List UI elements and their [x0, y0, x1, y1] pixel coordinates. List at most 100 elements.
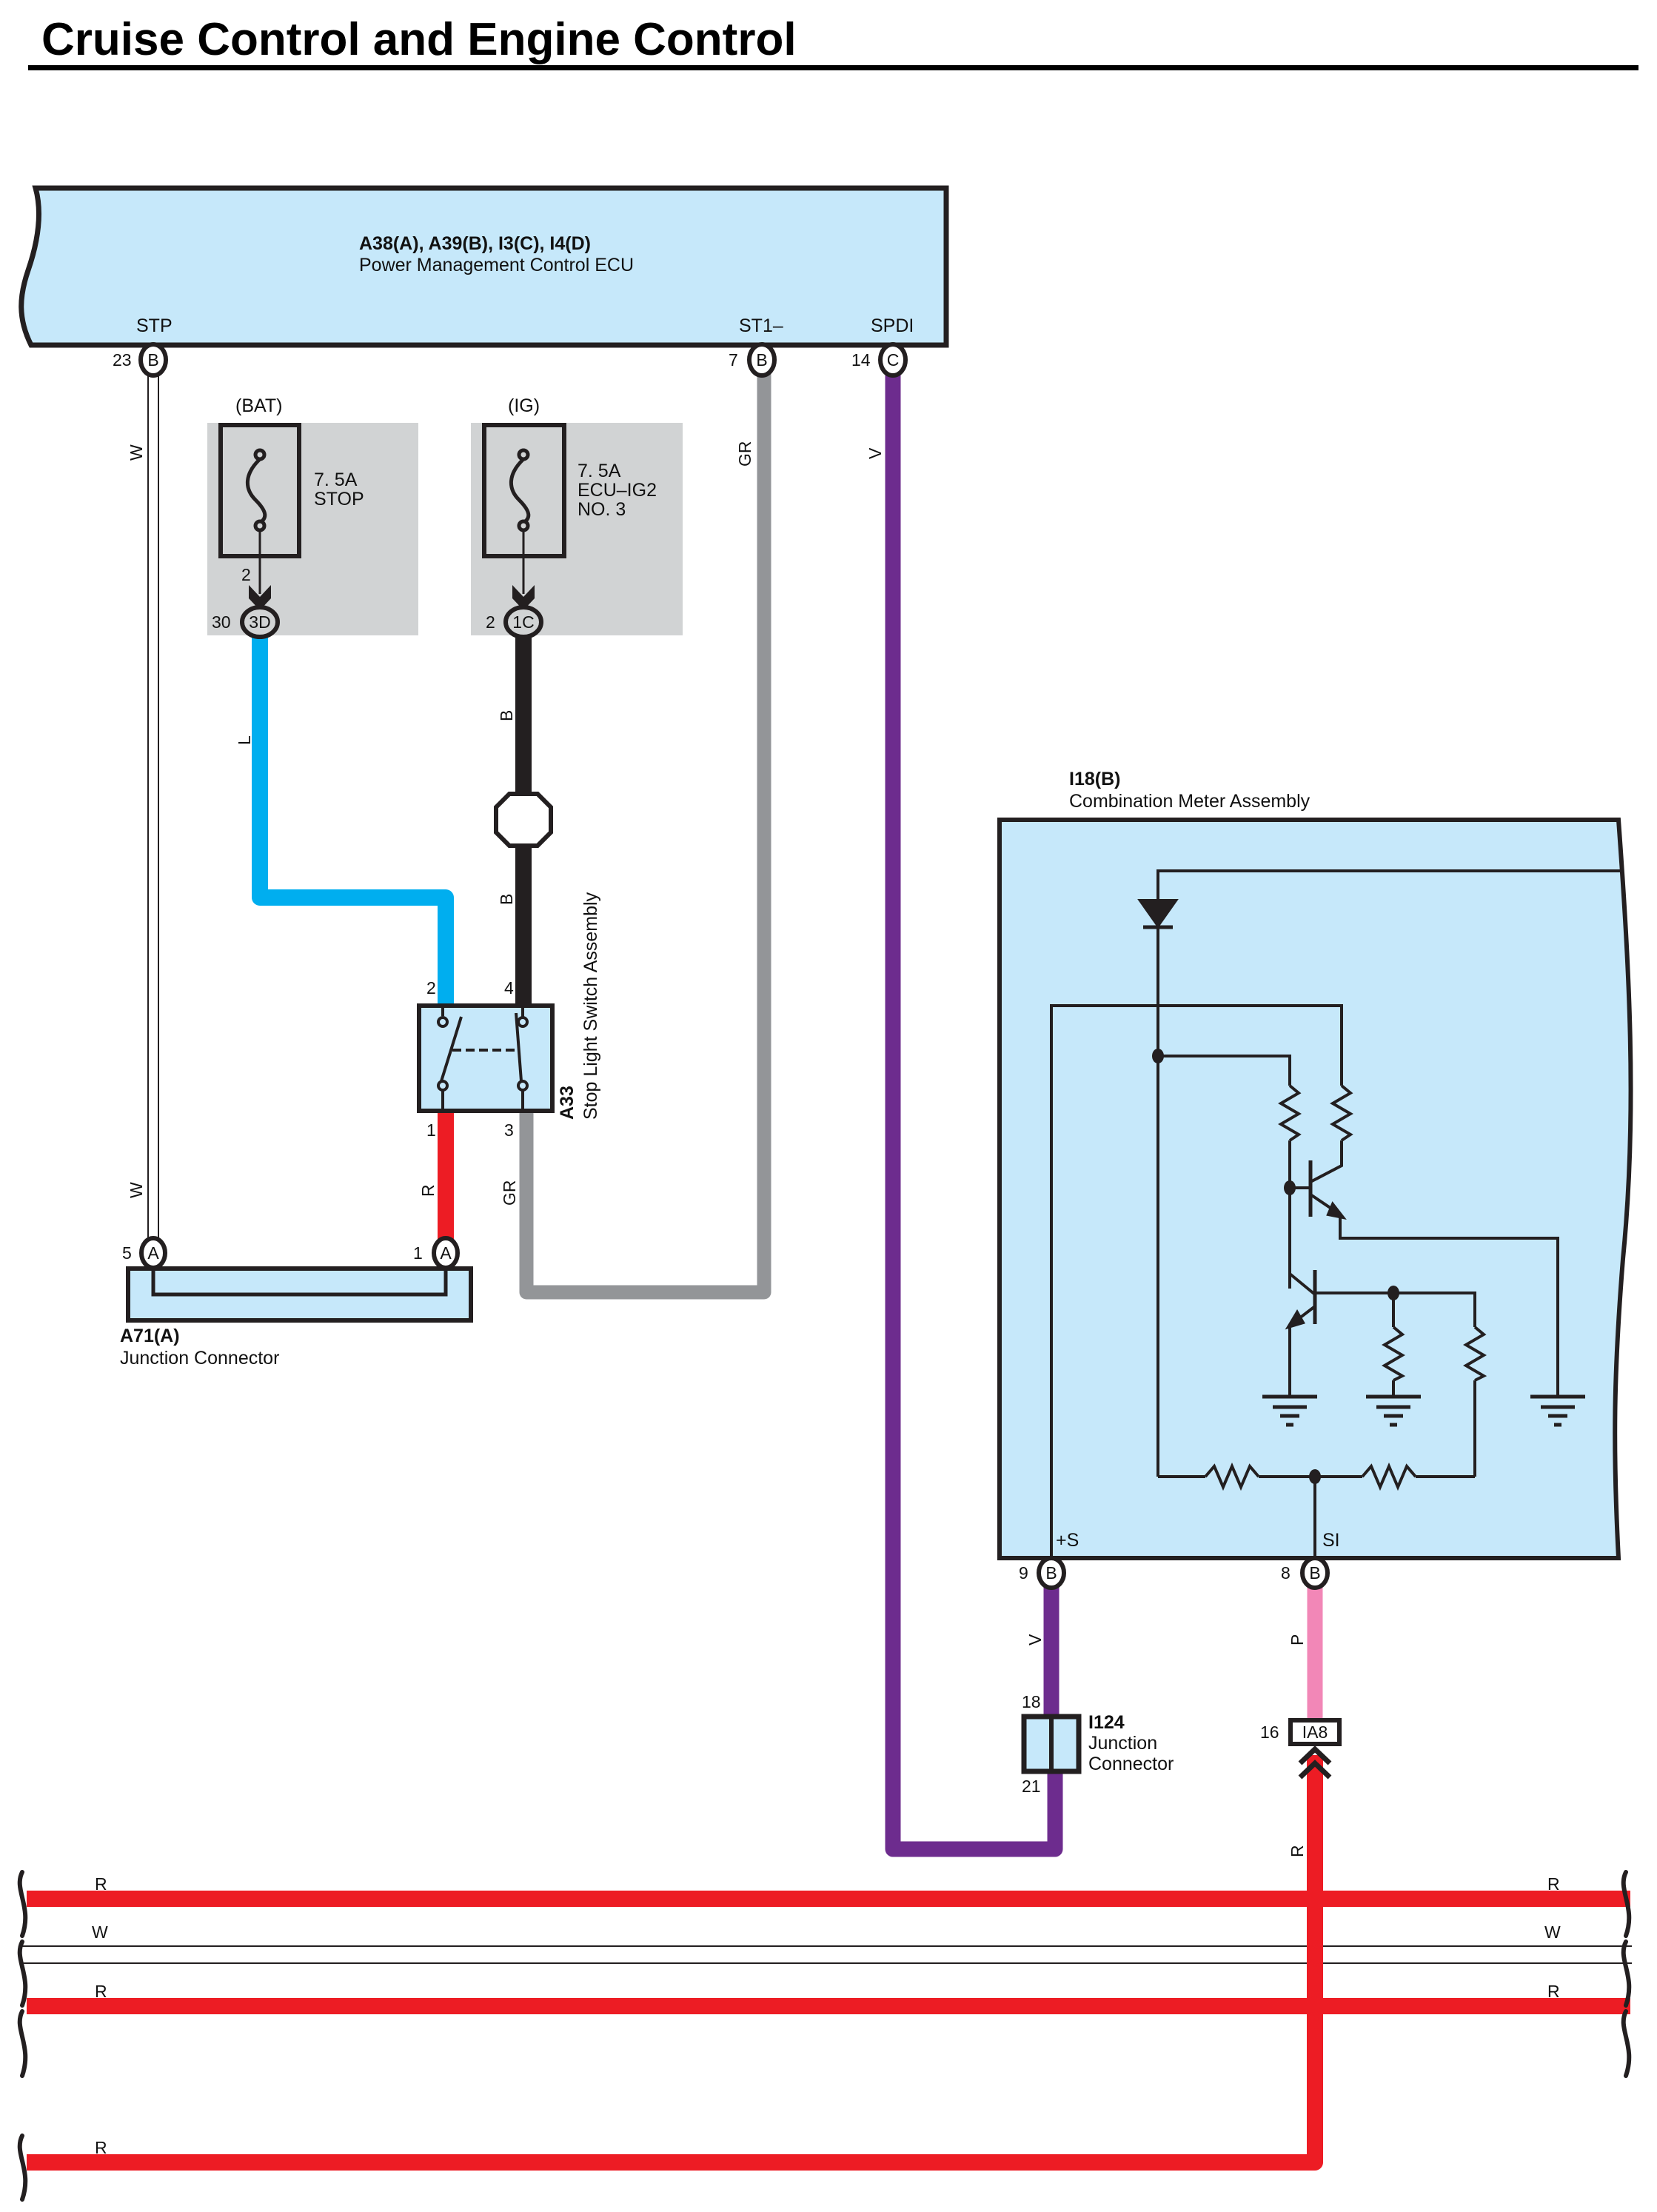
- ecu-terminal-stp-name: STP: [136, 315, 173, 336]
- wire-spdi-violet: [885, 367, 1063, 1857]
- wire-label-meter-s: V: [1025, 1634, 1045, 1645]
- ground-icon: [1262, 1394, 1317, 1427]
- resistor-icon: [1382, 1326, 1406, 1382]
- ground-icon: [1530, 1394, 1585, 1427]
- connector-ia8: IA8 16: [1260, 1718, 1342, 1780]
- junction-id: A71(A): [120, 1326, 180, 1346]
- meter-terminal-s-name: +S: [1056, 1530, 1079, 1551]
- switch-icon: [437, 1006, 529, 1111]
- break-mark-left-1: [17, 1870, 28, 1938]
- svg-text:B: B: [1309, 1563, 1320, 1583]
- bus-label-left-3: R: [95, 1982, 107, 2001]
- svg-text:B: B: [1045, 1563, 1057, 1583]
- meter-body: [997, 818, 1633, 1560]
- wire-label-meter-si: P: [1288, 1634, 1307, 1645]
- fuse-source-bat: (BAT): [235, 395, 282, 416]
- switch-pin-3: 3: [504, 1120, 514, 1140]
- fuse-rating: 7. 5A: [578, 461, 621, 481]
- wire-label-spdi: V: [866, 447, 885, 459]
- pin-number: 7: [729, 350, 738, 370]
- meter-name: Combination Meter Assembly: [1069, 791, 1310, 812]
- meter-pin-si: B 8: [1281, 1556, 1330, 1590]
- junction-pin-bottom: 21: [1022, 1777, 1041, 1796]
- break-mark-right-1: [1621, 1870, 1632, 1938]
- switch-pin-4: 4: [504, 978, 514, 998]
- switch-id: A33: [557, 1086, 578, 1120]
- fuse-ecu-ig2: (IG) 7. 5A ECU–IG2 NO. 3 1C 2: [471, 395, 683, 639]
- wire-label-ig-black-lower: B: [497, 894, 516, 905]
- junction-terminal-connector: A: [147, 1243, 159, 1263]
- fuse-panel-ig: [471, 423, 683, 635]
- power-management-ecu: A38(A), A39(B), I3(C), I4(D) Power Manag…: [19, 185, 949, 348]
- ecu-name: Power Management Control ECU: [359, 255, 634, 275]
- arrow-down-icon: [249, 585, 271, 610]
- switch-name: Stop Light Switch Assembly: [580, 892, 601, 1120]
- junction-pin-top: 18: [1022, 1692, 1041, 1711]
- break-mark-right-3: [1621, 2009, 1632, 2078]
- meter-pin-s: B 9: [1019, 1556, 1066, 1590]
- ecu-terminal-st1-name: ST1–: [739, 315, 783, 336]
- fuse-rating: 7. 5A: [314, 470, 358, 490]
- bus-label-right-3: R: [1547, 1982, 1560, 2001]
- page-title: Cruise Control and Engine Control: [41, 14, 797, 65]
- stop-light-switch-assembly: 2 4 1 3 A33 Stop Light Switch Assembly: [417, 892, 601, 1140]
- fuse-pin: 2: [241, 565, 251, 584]
- arrow-down-icon: [512, 585, 535, 610]
- wire-stp-white: [147, 367, 159, 1252]
- break-mark-left-bottom: [17, 2134, 28, 2202]
- fuse-name-line: STOP: [314, 489, 364, 509]
- connector-pin: 16: [1260, 1723, 1279, 1742]
- wire-label-stp-lower: W: [127, 1182, 146, 1198]
- bus-label-right-1: R: [1547, 1874, 1560, 1894]
- fuse-source-ig: (IG): [508, 395, 540, 416]
- break-marks: [17, 1870, 1632, 2202]
- junction-dots: [1152, 1049, 1399, 1484]
- bus-line-red-3: [27, 1755, 1323, 2171]
- pin-number: 14: [851, 350, 871, 370]
- break-mark-right-2: [1621, 1939, 1632, 2008]
- bus-label-left-1: R: [95, 1874, 107, 1894]
- fuse-name-line-1: ECU–IG2: [578, 480, 657, 501]
- ecu-pin-stp: B 23: [113, 342, 168, 378]
- junction-id: I124: [1088, 1712, 1125, 1733]
- wire-label-stp: W: [127, 444, 146, 461]
- wire-label-switch-red: R: [418, 1184, 438, 1197]
- transistor-emitter-arrow-icon: [1285, 1309, 1305, 1330]
- junction-bus: [151, 1268, 448, 1297]
- junction-terminal-pin: 1: [413, 1243, 423, 1263]
- wire-label-ia8-in: R: [1288, 1845, 1307, 1857]
- wire-label-st1: GR: [735, 441, 754, 467]
- ecu-pin-spdi: C 14: [851, 342, 908, 378]
- ground-icon: [1366, 1394, 1421, 1427]
- junction-name-line-2: Connector: [1088, 1754, 1174, 1774]
- bus-label-left-2: W: [92, 1922, 108, 1942]
- junction-name: Junction Connector: [120, 1348, 279, 1369]
- resistor-icon: [1361, 1462, 1417, 1491]
- pin-number: 23: [113, 350, 132, 370]
- svg-text:B: B: [147, 350, 158, 370]
- fuse-icon: [509, 448, 531, 532]
- ecu-terminal-spdi-name: SPDI: [871, 315, 914, 336]
- fuse-name-line-2: NO. 3: [578, 499, 626, 520]
- ecu-body: [19, 185, 949, 348]
- wire-label-switch-gray: GR: [500, 1180, 519, 1206]
- pin-number: 8: [1281, 1563, 1291, 1583]
- title-rule: [28, 65, 1638, 70]
- junction-pin: 30: [212, 612, 231, 632]
- connector-id: IA8: [1302, 1723, 1328, 1742]
- junction-name-line-1: Junction: [1088, 1733, 1157, 1754]
- junction-id: 1C: [512, 612, 534, 632]
- resistor-icon: [1330, 1084, 1353, 1142]
- junction-id: 3D: [249, 612, 270, 632]
- ecu-pin-st1: B 7: [729, 342, 777, 378]
- switch-pin-1: 1: [426, 1120, 436, 1140]
- fuse-stop: (BAT) 7. 5A STOP 2 3D 30: [207, 395, 418, 639]
- junction-terminal-connector: A: [440, 1243, 452, 1263]
- wire-stop-blue: [252, 637, 454, 1006]
- bus-lines: [21, 1755, 1632, 2171]
- meter-id: I18(B): [1069, 769, 1120, 789]
- resistor-icon: [1278, 1084, 1302, 1142]
- wire-label-stop-blue: L: [235, 735, 254, 745]
- bus-label-right-2: W: [1544, 1922, 1561, 1942]
